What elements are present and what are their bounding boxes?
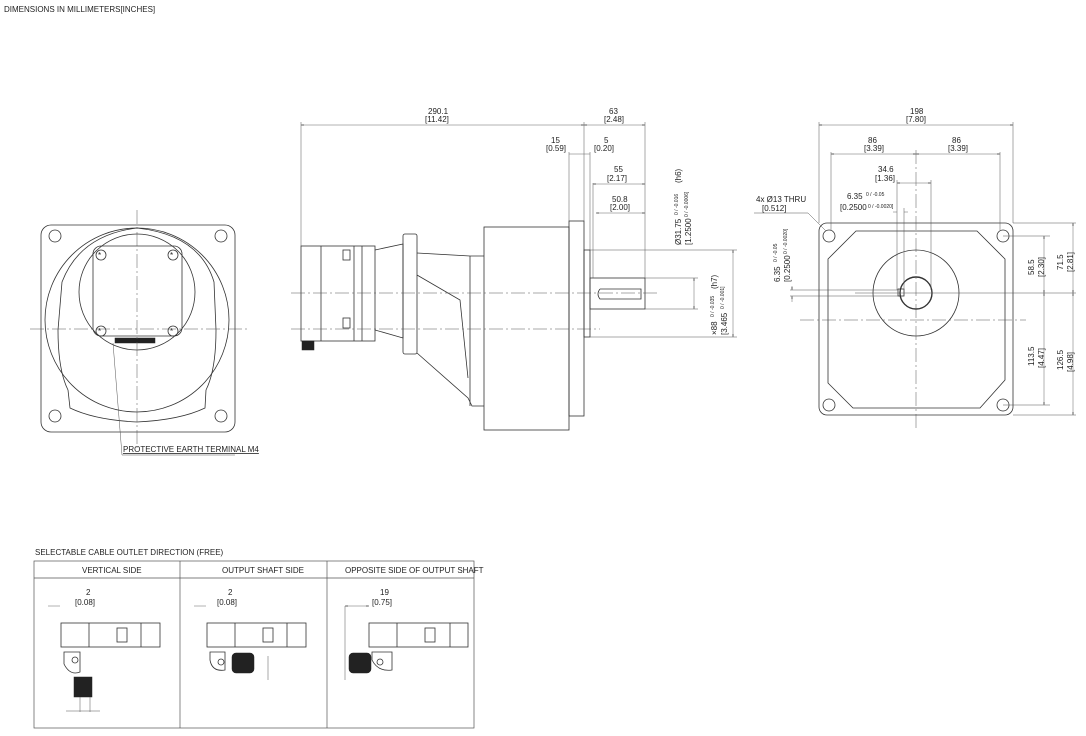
dimension-label: 6.35 — [773, 266, 782, 282]
dimension-label: 4x Ø13 THRU — [756, 195, 806, 204]
dimension-label: 15 — [551, 136, 560, 145]
cable-vertical-diagram: 2[0.08] — [48, 588, 161, 712]
dimension-label: [0.75] — [372, 598, 392, 607]
column-header: OUTPUT SHAFT SIDE — [222, 566, 304, 575]
mounting-hole — [48, 409, 62, 423]
dimension-label: 198 — [910, 107, 924, 116]
dimension-label: 86 — [868, 136, 877, 145]
dimension-label: 50.8 — [612, 195, 628, 204]
dimension-label: 0 / -0.05 — [773, 243, 779, 262]
dimension-label: 34.6 — [878, 165, 894, 174]
dimension-label: [2.30] — [1037, 257, 1046, 277]
dimension-label: 126.5 — [1056, 349, 1065, 370]
dimension-label: 0 / -0.0020] — [868, 204, 894, 210]
earth-terminal-callout: PROTECTIVE EARTH TERMINAL M4 — [123, 445, 259, 454]
column-header: OPPOSITE SIDE OF OUTPUT SHAFT — [345, 566, 484, 575]
dimension-label: [0.08] — [217, 598, 237, 607]
dimension-label: [2.48] — [604, 115, 624, 124]
dimension-label: 2 — [228, 588, 233, 597]
dimension-label: 0 / -0.05 — [866, 192, 885, 198]
mounting-hole — [48, 229, 62, 243]
dimension-label: Ø31.75 — [674, 218, 683, 245]
dimension-label: 0 / -0.0020] — [783, 228, 789, 254]
mounting-hole — [822, 398, 836, 412]
dimension-label: 71.5 — [1056, 254, 1065, 270]
dimension-label: [0.08] — [75, 598, 95, 607]
dimension-label: 290.1 — [428, 107, 449, 116]
drawing-title: DIMENSIONS IN MILLIMETERS[INCHES] — [4, 5, 155, 14]
end-view: 198[7.80] 86[3.39] 86[3.39] 34.6[1.36] 6… — [754, 107, 1076, 430]
column-header: VERTICAL SIDE — [82, 566, 142, 575]
dimension-label: 0 / -0.001] — [720, 286, 726, 309]
dimension-label: 2 — [86, 588, 91, 597]
dimension-label: (h6) — [674, 168, 683, 183]
dimension-label: [0.2500 — [783, 255, 792, 282]
earth-terminal — [114, 337, 156, 344]
dimension-label: [11.42] — [425, 115, 449, 124]
dimension-label: [3.465 — [720, 312, 729, 335]
svg-text:*: * — [170, 251, 173, 260]
mounting-hole — [214, 409, 228, 423]
dimension-label: [1.2500 — [684, 218, 693, 245]
side-view: 290.1[11.42] 63[2.48] 15[0.59] 5[0.20] 5… — [291, 107, 737, 431]
dimension-label: 0 / -0.035 — [710, 296, 716, 317]
cable-gland — [348, 652, 372, 674]
dimension-label: 19 — [380, 588, 389, 597]
dimension-label: 113.5 — [1027, 346, 1036, 366]
dimension-label: [3.39] — [948, 144, 968, 153]
dimension-label: [7.80] — [906, 115, 926, 124]
dimension-label: [0.20] — [594, 144, 614, 153]
dimension-label: 0 / -0.0006] — [684, 191, 690, 217]
dimension-label: [4.98] — [1066, 352, 1075, 372]
dimension-label: (h7) — [710, 274, 719, 289]
dimension-label: [2.17] — [607, 174, 627, 183]
dimension-label: [3.39] — [864, 144, 884, 153]
table-title: SELECTABLE CABLE OUTLET DIRECTION (FREE) — [35, 548, 224, 557]
svg-text:*: * — [98, 327, 101, 336]
svg-text:*: * — [98, 251, 101, 260]
mounting-hole — [214, 229, 228, 243]
cable-gland — [73, 676, 93, 698]
dimension-label: [0.512] — [762, 204, 786, 213]
cable-output-shaft-diagram: 2[0.08] — [194, 588, 307, 680]
cable-gland — [231, 652, 255, 674]
mounting-hole — [822, 229, 836, 243]
dimension-label: 86 — [952, 136, 961, 145]
dimension-label: [2.81] — [1066, 252, 1075, 272]
dimension-label: 0 / -0.016 — [674, 194, 680, 215]
dimension-label: [0.59] — [546, 144, 566, 153]
screw-icon: * * * * — [95, 249, 179, 337]
dimension-label: 5 — [604, 136, 609, 145]
rear-view: * * * * PROTECTIVE EARTH TERMINAL M4 — [30, 210, 259, 456]
dimension-label: 55 — [614, 165, 623, 174]
dimension-label: 6.35 — [847, 192, 863, 201]
dimension-label: [0.2500 — [840, 203, 867, 212]
dimension-label: [2.00] — [610, 203, 630, 212]
dimension-label: [1.36] — [875, 174, 895, 183]
dimension-label: ×88 — [710, 321, 719, 335]
svg-text:*: * — [170, 327, 173, 336]
dimension-label: 58.5 — [1027, 259, 1036, 275]
cable-opposite-side-diagram: 19[0.75] — [344, 588, 469, 680]
dimension-label: [4.47] — [1037, 348, 1046, 368]
dimension-label: 63 — [609, 107, 618, 116]
cable-outlet-table: SELECTABLE CABLE OUTLET DIRECTION (FREE)… — [33, 548, 484, 729]
